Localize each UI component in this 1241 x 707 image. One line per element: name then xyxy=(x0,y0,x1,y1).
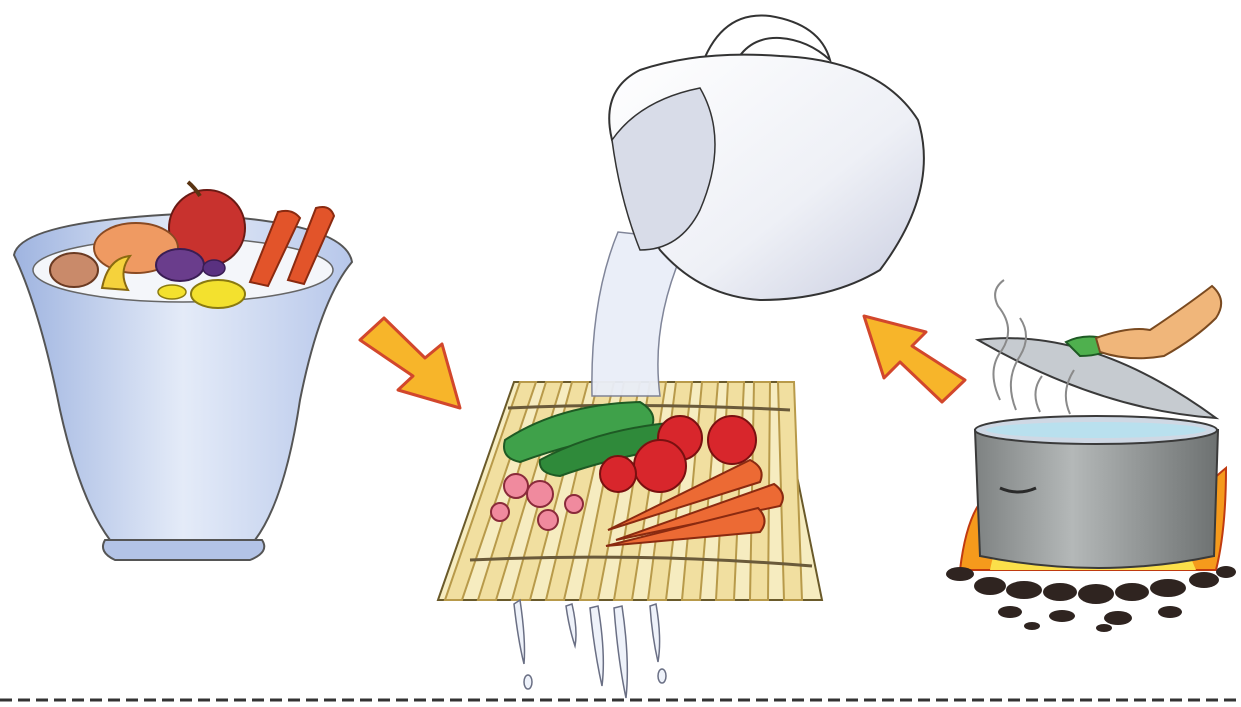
plum-icon xyxy=(156,249,204,281)
arrow-left-up-icon xyxy=(864,316,965,402)
arrow-right-down-icon xyxy=(360,318,460,408)
lemon-icon xyxy=(191,280,245,308)
coals-icon xyxy=(946,566,1236,632)
water-drips xyxy=(514,600,666,698)
pot-panel xyxy=(946,280,1236,632)
bowl-panel xyxy=(14,182,352,560)
pot-icon xyxy=(975,416,1218,568)
hand-icon xyxy=(1096,286,1221,358)
mat-panel xyxy=(438,15,924,698)
